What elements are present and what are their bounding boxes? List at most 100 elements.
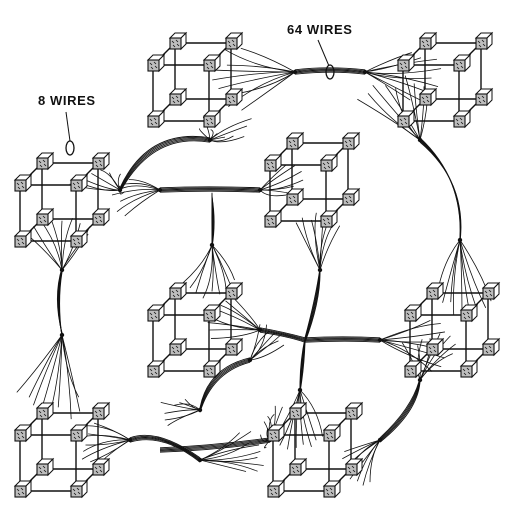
processor-node [202, 109, 222, 129]
processor-node [168, 281, 188, 301]
processor-node [459, 303, 479, 323]
processor-node [91, 151, 111, 171]
cube-cluster [266, 401, 364, 499]
wire-fan [199, 116, 252, 143]
processor-node [224, 337, 244, 357]
wire-fan [436, 237, 492, 319]
cube-cluster [396, 31, 494, 129]
processor-node [13, 173, 33, 193]
cable-bundle [78, 422, 264, 472]
processor-node [344, 401, 364, 421]
processor-node [69, 173, 89, 193]
processor-node [319, 153, 339, 173]
cube-cluster [403, 281, 501, 379]
cable-bundles [16, 47, 492, 486]
cable-bundle [304, 320, 445, 372]
cube-cluster [146, 281, 244, 379]
label-8-leader [65, 111, 71, 142]
processor-node [35, 151, 55, 171]
wire-fan [212, 47, 298, 111]
processor-node [146, 359, 166, 379]
processor-node [168, 337, 188, 357]
cube-cluster [146, 31, 244, 129]
processor-node [168, 87, 188, 107]
processor-node [452, 53, 472, 73]
processor-node [288, 401, 308, 421]
processor-node [13, 479, 33, 499]
processor-node [35, 457, 55, 477]
label-8-wires: 8 WIRES [38, 93, 96, 108]
wire-fan [160, 399, 203, 426]
processor-node [69, 229, 89, 249]
label-64-wires: 64 WIRES [287, 22, 352, 37]
bundle-marker-64 [325, 64, 335, 80]
processor-node [146, 109, 166, 129]
processor-node [418, 31, 438, 51]
processor-node [266, 479, 286, 499]
processor-node [285, 131, 305, 151]
processor-node [91, 207, 111, 227]
processor-node [146, 53, 166, 73]
processor-node [202, 359, 222, 379]
label-64-leader [317, 39, 330, 67]
processor-node [146, 303, 166, 323]
processor-node [341, 131, 361, 151]
processor-node [91, 401, 111, 421]
cable-bundle [295, 212, 341, 343]
processor-node [481, 281, 501, 301]
processor-node [319, 209, 339, 229]
processor-node [263, 209, 283, 229]
processor-node [425, 337, 445, 357]
bundle-marker-8 [65, 140, 75, 156]
processor-node [263, 153, 283, 173]
processor-node [396, 109, 416, 129]
processor-node [224, 31, 244, 51]
processor-node [418, 87, 438, 107]
processor-node [403, 359, 423, 379]
processor-node [69, 479, 89, 499]
processor-node [168, 31, 188, 51]
cable-bundle [357, 75, 492, 319]
wire-fan [247, 324, 285, 363]
processor-node [285, 187, 305, 207]
cable-bundle [159, 405, 283, 453]
processor-node [69, 423, 89, 443]
processor-node [481, 337, 501, 357]
processor-node [13, 229, 33, 249]
processor-node [202, 53, 222, 73]
processor-node [459, 359, 479, 379]
processor-node [425, 281, 445, 301]
processor-node [474, 87, 494, 107]
processor-node [474, 31, 494, 51]
processor-node [322, 479, 342, 499]
processor-node [202, 303, 222, 323]
processor-node [91, 457, 111, 477]
annotations: 64 WIRES 8 WIRES [38, 22, 352, 156]
processor-node [341, 187, 361, 207]
processor-node [403, 303, 423, 323]
cable-bundle [69, 116, 252, 195]
wire-fan [111, 179, 163, 217]
cube-cluster [263, 131, 361, 229]
processor-node [396, 53, 416, 73]
processor-node [13, 423, 33, 443]
cable-bundle [212, 47, 442, 111]
processor-node [35, 207, 55, 227]
cable-bundle [182, 192, 235, 299]
processor-node [266, 423, 286, 443]
processor-node [224, 87, 244, 107]
cube-cluster [13, 401, 111, 499]
cable-bundle [160, 324, 285, 426]
cube-cluster [13, 151, 111, 249]
processor-node [288, 457, 308, 477]
wire-fan [357, 75, 428, 143]
processor-node [452, 109, 472, 129]
processor-node [35, 401, 55, 421]
cable-bundle [111, 164, 304, 217]
processor-node [344, 457, 364, 477]
processor-node [322, 423, 342, 443]
wire-fan [182, 242, 235, 299]
wire-fan [197, 431, 264, 472]
processor-cubes [13, 31, 501, 499]
